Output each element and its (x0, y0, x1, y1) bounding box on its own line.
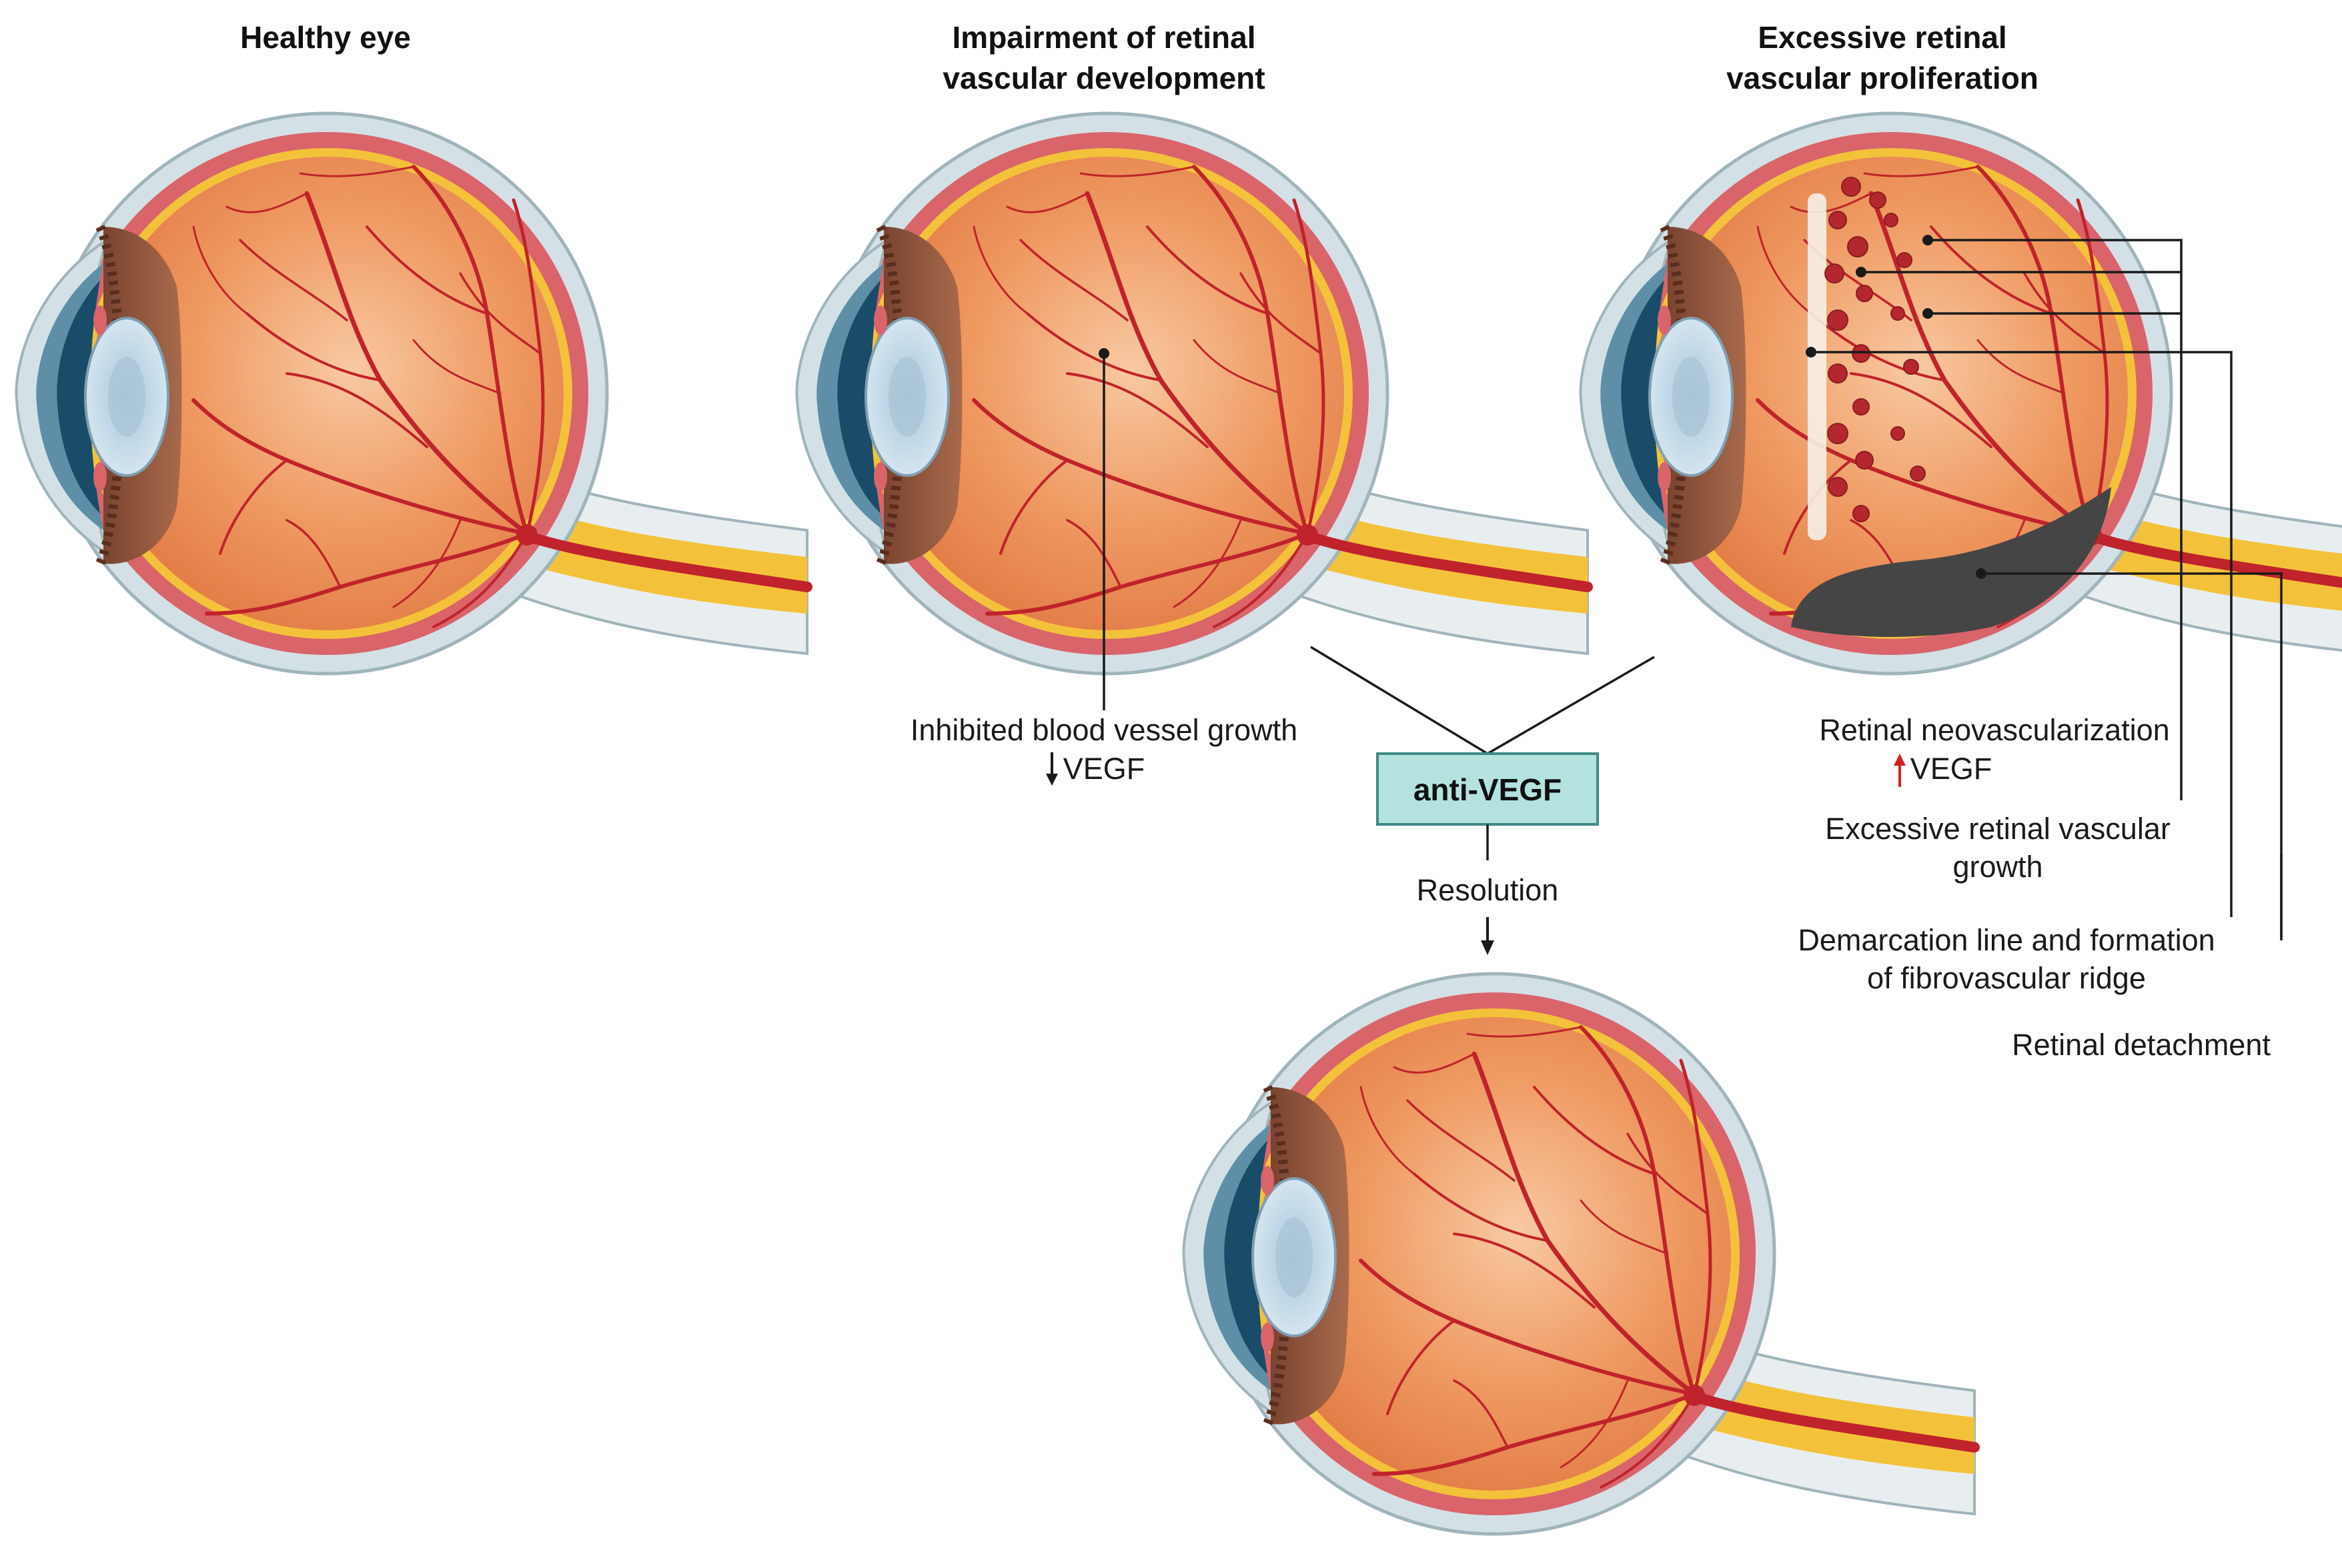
eye-healthy (16, 113, 807, 674)
demarcation-ridge (1808, 193, 1826, 540)
leaders-excessive (1806, 235, 2283, 940)
label-excessive-growth-line2: growth (1952, 850, 2042, 884)
label-neovascularization: Retinal neovascularization (1819, 713, 2169, 747)
title-impairment-line1: Impairment of retinal (953, 20, 1256, 55)
label-retinal-detachment: Retinal detachment (2012, 1028, 2271, 1062)
title-excessive-line2: vascular proliferation (1726, 61, 2038, 95)
resolution-arrow (1481, 917, 1494, 955)
up-arrow-icon (1894, 754, 1906, 787)
anti-vegf-box (1376, 752, 1599, 826)
title-impairment-line2: vascular development (943, 61, 1265, 95)
retinal-detachment (1791, 487, 2111, 637)
eye-excessive (1580, 113, 2342, 674)
title-excessive-line1: Excessive retinal (1758, 20, 2006, 55)
connector-v (1310, 646, 1655, 756)
neovascular-clusters (1824, 177, 1926, 522)
label-resolution: Resolution (1417, 873, 1559, 907)
eye-impaired (796, 113, 1588, 674)
label-demarcation-line1: Demarcation line and formation (1798, 923, 2215, 957)
label-vegf-up: VEGF (1910, 752, 1992, 786)
down-arrow-icon (1046, 752, 1058, 786)
title-healthy-eye: Healthy eye (240, 20, 411, 55)
eye-resolved (1183, 974, 1974, 1534)
label-demarcation-line2: of fibrovascular ridge (1867, 961, 2146, 995)
label-excessive-growth-line1: Excessive retinal vascular (1825, 812, 2171, 846)
label-anti-vegf: anti-VEGF (1413, 772, 1562, 807)
label-vegf-down: VEGF (1063, 752, 1145, 786)
label-inhibited-growth: Inhibited blood vessel growth (911, 713, 1297, 747)
